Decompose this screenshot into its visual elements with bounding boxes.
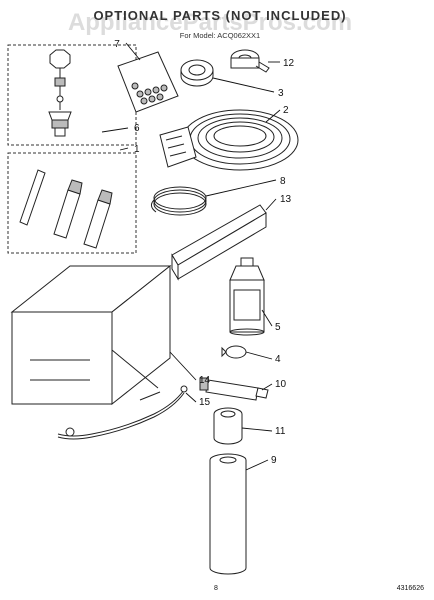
- leader-lines: [101, 42, 281, 471]
- callout-2: 2: [283, 105, 289, 116]
- foam-block-part: [171, 204, 267, 281]
- callout-5: 5: [275, 322, 281, 333]
- coiled-cord-part: [150, 186, 207, 216]
- callout-11: 11: [275, 426, 286, 437]
- dashed-group-box-1: [7, 152, 137, 254]
- tape-roll-part: [180, 59, 214, 87]
- watermark: AppliancePartsPros.com: [68, 9, 352, 36]
- callout-1: 1: [134, 144, 140, 155]
- spray-can-part: [209, 453, 247, 575]
- cleaner-bottle-part: [229, 257, 265, 336]
- drain-fitting-part: [48, 49, 72, 137]
- coil-cleaning-kit-part: [19, 169, 113, 249]
- insulation-coil-part: [159, 109, 299, 171]
- small-tape-roll-part: [230, 49, 270, 73]
- callout-13: 13: [280, 194, 292, 205]
- fastener-bag-part: [117, 51, 179, 113]
- document-number: 4316626: [397, 585, 424, 592]
- callout-3: 3: [278, 88, 284, 99]
- callout-4: 4: [275, 354, 281, 365]
- unit-cover-part: [10, 264, 172, 406]
- bushing-part: [213, 407, 243, 445]
- callout-6: 6: [134, 123, 140, 134]
- page-number: 8: [214, 585, 218, 592]
- cap-part: [221, 345, 247, 359]
- sealant-tube-part: [199, 377, 269, 401]
- page-title: OPTIONAL PARTS (NOT INCLUDED): [93, 8, 346, 23]
- callout-12: 12: [283, 58, 295, 69]
- model-line: For Model: ACQ062XX1: [180, 31, 260, 40]
- callout-7: 7: [114, 39, 120, 50]
- callout-8: 8: [280, 176, 286, 187]
- callout-14: 14: [199, 375, 211, 386]
- callout-15: 15: [199, 397, 211, 408]
- callout-9: 9: [271, 455, 277, 466]
- drain-hose-part: [57, 385, 188, 440]
- callout-10: 10: [275, 379, 287, 390]
